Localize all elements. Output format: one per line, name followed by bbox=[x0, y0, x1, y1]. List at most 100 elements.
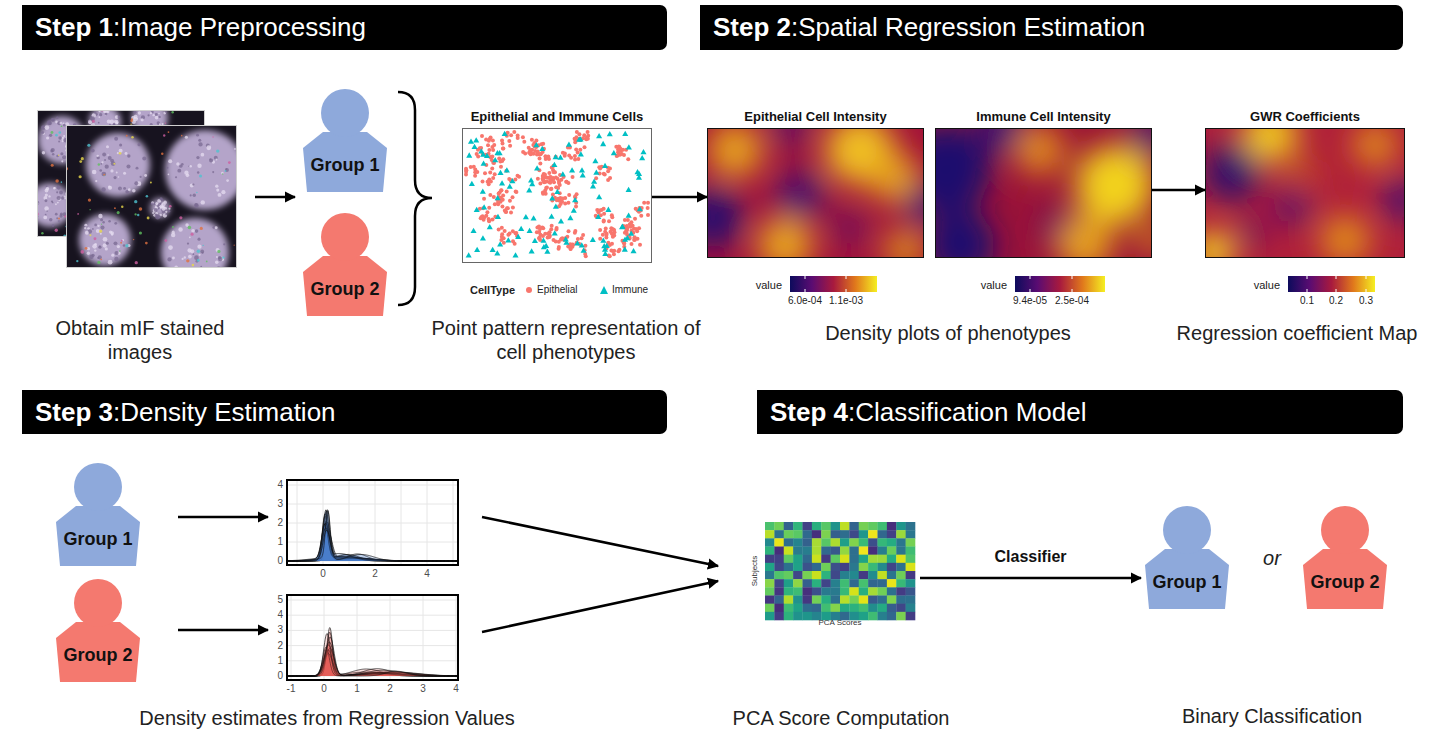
epithelial-point bbox=[646, 213, 650, 217]
connector-word: or bbox=[1263, 546, 1281, 570]
epithelial-point bbox=[569, 156, 573, 160]
epithelial-point bbox=[480, 134, 484, 138]
epithelial-point bbox=[491, 218, 495, 222]
group-icon: Group 1 bbox=[299, 88, 391, 192]
pca-grid bbox=[765, 522, 915, 620]
immune-point bbox=[581, 247, 587, 252]
pca-cell bbox=[793, 579, 803, 587]
epithelial-point bbox=[566, 201, 570, 205]
caption: Density plots of phenotypes bbox=[825, 321, 1071, 345]
epithelial-point bbox=[567, 193, 571, 197]
immune-point bbox=[622, 236, 628, 241]
cell-dot bbox=[123, 187, 126, 190]
epithelial-point bbox=[502, 236, 506, 240]
mif-image bbox=[66, 125, 237, 268]
cell-dot bbox=[115, 121, 118, 124]
immune-point bbox=[466, 252, 472, 257]
speck bbox=[171, 111, 173, 113]
immune-point bbox=[526, 187, 532, 192]
pca-cell bbox=[774, 547, 784, 555]
immune-point bbox=[549, 214, 555, 219]
person-shape bbox=[299, 212, 391, 316]
cell-dot bbox=[172, 257, 175, 260]
pca-cell bbox=[859, 555, 869, 563]
epithelial-point bbox=[604, 226, 608, 230]
grid bbox=[287, 480, 458, 565]
cell-dot bbox=[162, 123, 164, 125]
pca-cell bbox=[793, 596, 803, 604]
cell-dot bbox=[88, 120, 92, 124]
cell-dot bbox=[59, 122, 62, 125]
step-title: :Classification Model bbox=[848, 397, 1086, 427]
axis-tick: 1 bbox=[277, 655, 283, 667]
cell-dot bbox=[52, 118, 55, 121]
density-line bbox=[287, 530, 458, 561]
pca-cell bbox=[784, 571, 794, 579]
cell-dot bbox=[182, 258, 184, 260]
cell-dot bbox=[62, 140, 64, 142]
arrow bbox=[178, 629, 268, 632]
speck bbox=[99, 230, 102, 233]
map-blob bbox=[1205, 144, 1260, 200]
cell-dot bbox=[168, 174, 170, 176]
speck bbox=[77, 213, 79, 215]
epithelial-point bbox=[617, 144, 621, 148]
cell-dot bbox=[201, 153, 205, 157]
cell-dot bbox=[58, 220, 60, 222]
arrow-connector bbox=[920, 577, 1141, 580]
pca-cell bbox=[765, 563, 775, 571]
cell-dot bbox=[215, 260, 218, 263]
epithelial-point bbox=[501, 157, 505, 161]
speck bbox=[130, 120, 133, 123]
pca-cell bbox=[906, 530, 916, 538]
pca-cell bbox=[896, 530, 906, 538]
cell-dot bbox=[108, 186, 112, 190]
pca-cell bbox=[812, 587, 822, 595]
pca-cell bbox=[906, 522, 916, 530]
speck bbox=[225, 170, 227, 172]
speck bbox=[81, 157, 84, 160]
epithelial-point bbox=[547, 235, 551, 239]
pca-cell bbox=[887, 604, 897, 612]
pca-cell bbox=[859, 547, 869, 555]
cell-dot bbox=[155, 214, 158, 217]
epithelial-point bbox=[541, 178, 545, 182]
cell-dot bbox=[114, 176, 117, 179]
cell-dot bbox=[98, 246, 101, 249]
epithelial-point bbox=[632, 236, 636, 240]
grid-line bbox=[287, 542, 458, 543]
epithelial-point bbox=[610, 232, 614, 236]
immune-point bbox=[630, 248, 636, 253]
pca-cell bbox=[793, 547, 803, 555]
pca-cell bbox=[774, 522, 784, 530]
caption: PCA Score Computation bbox=[733, 706, 950, 730]
cell-dot bbox=[163, 209, 165, 211]
cell-dot bbox=[128, 188, 131, 191]
axis-tick: 4 bbox=[453, 683, 459, 695]
cell-dot bbox=[209, 158, 213, 162]
pca-cell bbox=[878, 555, 888, 563]
pca-cell bbox=[803, 547, 813, 555]
pca-cell bbox=[849, 571, 859, 579]
cell-dot bbox=[110, 159, 114, 163]
epithelial-point bbox=[610, 242, 614, 246]
epithelial-point bbox=[538, 156, 542, 160]
epithelial-point bbox=[574, 204, 578, 208]
epithelial-point bbox=[507, 139, 511, 143]
immune-point bbox=[478, 148, 484, 153]
immune-point bbox=[560, 171, 566, 176]
cell-dot bbox=[54, 187, 56, 189]
epithelial-point bbox=[490, 167, 494, 171]
pca-cell bbox=[793, 587, 803, 595]
legend-title: CellType bbox=[470, 284, 515, 297]
cell-dot bbox=[163, 213, 167, 217]
epithelial-point bbox=[608, 176, 612, 180]
map-blobs bbox=[935, 128, 1152, 258]
epithelial-point bbox=[554, 175, 558, 179]
immune-point bbox=[569, 167, 575, 172]
pca-cell bbox=[821, 604, 831, 612]
cell-dot bbox=[138, 111, 141, 114]
cell-dot bbox=[221, 172, 224, 175]
density-fill bbox=[287, 524, 458, 561]
cell-dot bbox=[56, 155, 59, 158]
